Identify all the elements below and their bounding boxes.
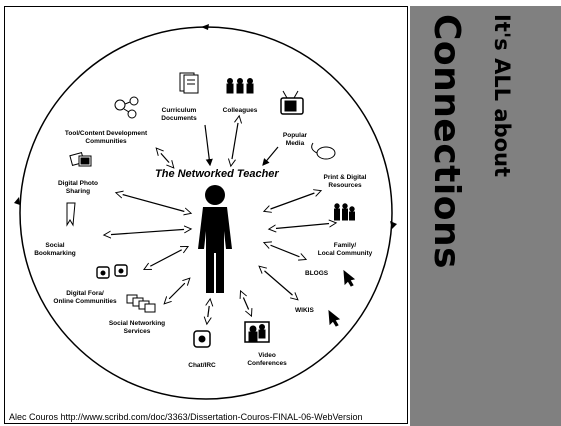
title-panel xyxy=(410,6,561,426)
spoke-arrow-photo-sharing xyxy=(117,193,190,213)
video-conference-icon xyxy=(244,321,270,343)
cursor-icon xyxy=(328,309,341,327)
node-label-family: Family/Local Community xyxy=(318,242,373,257)
spoke-arrow-chat xyxy=(207,300,210,323)
spoke-arrow-wikis xyxy=(260,267,297,299)
documents-icon xyxy=(179,72,199,94)
family-icon xyxy=(334,203,355,221)
spoke-arrow-popular-media xyxy=(262,146,279,166)
photos-icon xyxy=(69,152,92,167)
spoke-arrow-family xyxy=(270,223,335,229)
teacher-figure-icon xyxy=(198,185,232,293)
spoke-arrow-colleagues xyxy=(231,117,239,165)
spoke-arrow-tool-dev xyxy=(157,149,173,167)
spoke-arrow-curriculum xyxy=(204,124,213,167)
slide-title-line1: It's ALL about xyxy=(490,14,514,178)
node-label-colleagues: Colleagues xyxy=(223,107,258,114)
chat-icon xyxy=(193,330,211,348)
people-group-icon xyxy=(226,78,254,94)
computers-icon xyxy=(126,294,156,313)
node-label-blogs: BLOGS xyxy=(305,270,329,277)
spoke-arrow-video xyxy=(241,292,251,315)
spoke-arrow-blogs xyxy=(265,243,305,259)
mouse-icon xyxy=(311,142,336,160)
node-label-digital-fora: Digital Fora/Online Communities xyxy=(53,290,117,305)
source-caption: Alec Couros http://www.scribd.com/doc/33… xyxy=(9,412,363,422)
center-label: The Networked Teacher xyxy=(155,168,279,180)
network-icon xyxy=(114,96,139,119)
tv-icon xyxy=(280,90,304,115)
node-label-chat: Chat/IRC xyxy=(188,362,216,369)
spoke-arrow-digital-fora xyxy=(145,247,187,269)
monitors-icon xyxy=(96,264,128,279)
circle-arrow-left xyxy=(14,197,20,205)
cursor-icon xyxy=(343,269,356,287)
slide-title-line2: Connections xyxy=(426,14,467,270)
node-label-wikis: WIKIS xyxy=(295,307,314,314)
bookmark-icon xyxy=(66,202,76,227)
spoke-arrow-print-digital xyxy=(265,191,320,211)
spoke-arrow-social-bookmarking xyxy=(105,229,190,235)
spoke-arrow-social-networking xyxy=(165,279,189,303)
circle-arrow-top xyxy=(201,24,209,30)
circle-arrow-right xyxy=(390,221,397,229)
